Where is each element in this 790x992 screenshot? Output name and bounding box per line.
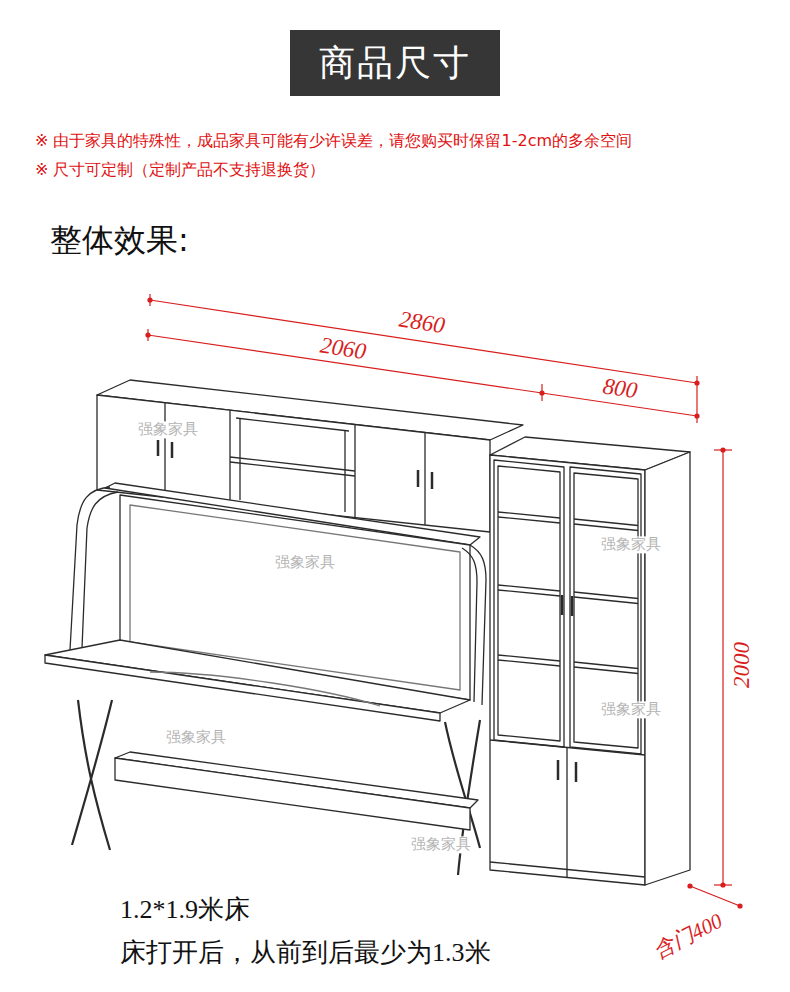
upper-cabinet-part [344,431,345,512]
bookcase-part [498,590,560,596]
bookcase-part [498,466,560,741]
folding-bed-part [115,758,470,830]
dimension-lines-part [737,903,742,908]
watermark: 强象家具 [599,536,663,553]
dimension-lines-part [722,450,723,885]
upper-cabinet-part [431,472,434,489]
watermark: 强象家具 [273,554,337,571]
dimension-lines-part [720,882,725,887]
folding-bed-part [72,700,112,845]
dimension-lines-part [694,380,699,385]
watermark: 强象家具 [409,836,473,853]
bookcase-part [557,760,560,780]
bookcase-part [571,596,574,616]
dimension-label: 2000 [729,642,755,688]
caption-text: 1.2*1.9米床 [120,895,250,925]
bookcase-part [498,655,560,661]
dimension-lines-part [539,390,544,395]
bookcase-part [561,595,564,615]
folding-bed-part [462,548,477,702]
dimension-lines-part [687,883,692,888]
dimension-lines-part [720,447,725,452]
bookcase-part [490,455,645,885]
bookcase-part [574,597,638,604]
bookcase-part [490,862,645,877]
bookcase-part [574,667,638,674]
upper-cabinet-part [157,440,160,456]
upper-cabinet-part [171,442,174,458]
upper-cabinet-part [164,403,165,498]
folding-bed-part [470,545,486,705]
bookcase-part [494,460,564,747]
note-text: ※ 尺寸可定制（定制产品不支持退换货） [35,161,326,179]
dimension-lines-part [145,332,150,337]
furniture-outline [45,380,690,885]
bookcase-part [498,517,560,523]
dimension-lines-part [147,297,152,302]
upper-cabinet-part [424,433,425,525]
dimension-lines-part [694,413,699,418]
folding-bed [45,483,486,875]
folding-bed-part [150,672,380,706]
bookcase-part [574,524,638,531]
dimension-lines-part [150,300,697,383]
upper-cabinet-part [230,462,355,476]
dimension-lines-part [690,886,740,906]
note-text: ※ 由于家具的特殊性，成品家具可能有少许误差，请您购买时保留1-2cm的多余空间 [35,132,632,150]
watermark: 强象家具 [164,729,228,746]
folding-bed-part [78,700,110,850]
page-title: 商品尺寸 [290,30,500,96]
bookcase-part [498,585,560,591]
dimension-label: 含门400 [650,909,726,964]
bookcase-part [575,762,578,782]
bookcase-part [498,512,560,518]
dimension-label: 2860 [397,306,446,339]
caption-text: 床打开后，从前到后最少为1.3米 [120,938,491,968]
bookcase-part [498,660,560,666]
bookcase-part [645,452,690,885]
folding-bed-part [70,487,110,650]
upper-cabinet-part [239,418,240,500]
watermark: 强象家具 [136,421,200,438]
dimension-lines [145,294,742,909]
bookcase-part [566,748,567,878]
watermark: 强象家具 [599,701,663,718]
upper-cabinet-part [417,470,420,487]
folding-bed-part [45,640,470,713]
section-heading: 整体效果: [50,222,189,259]
folding-bed-part [82,492,118,648]
bookcase [490,437,690,885]
dimension-label: 2060 [318,333,367,366]
upper-cabinet-part [236,418,349,431]
dimension-label: 800 [601,373,639,404]
folding-bed-part [45,655,440,721]
